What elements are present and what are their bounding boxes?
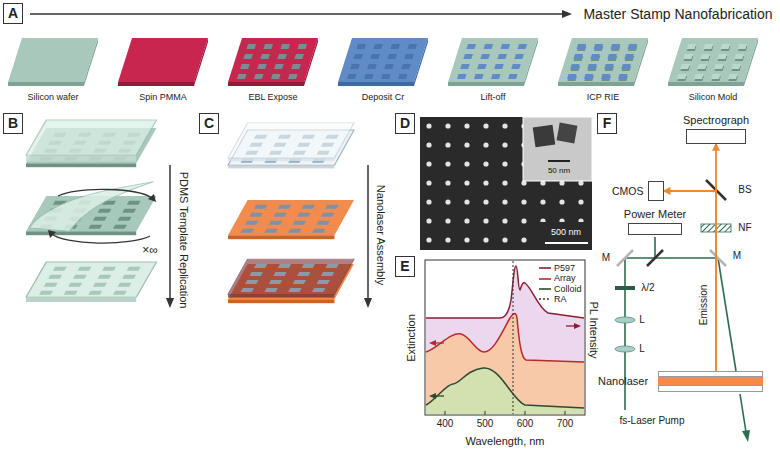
legend-row: Array (539, 273, 582, 283)
panel-letter: F (597, 113, 617, 134)
legend-row: RA (539, 294, 582, 304)
node-label: Spectrograph (683, 114, 749, 127)
node-label: E (400, 258, 409, 274)
text-label: Silicon Mold (689, 92, 738, 102)
legend-label: Array (554, 273, 576, 283)
text-label: NF (738, 222, 751, 234)
node-label: Nanolaser (598, 375, 648, 388)
panel-letter: C (199, 113, 219, 134)
legend-row: Colloid (539, 284, 582, 294)
text-label: Nanolaser Assembly (375, 185, 388, 285)
legend-sample (539, 295, 551, 303)
node-label: A (8, 5, 18, 21)
text-label: fs-Laser Pump (619, 415, 684, 427)
nanolaser-stack (658, 371, 763, 392)
panel-letter: E (395, 256, 415, 277)
legend-row: P597 (539, 263, 582, 273)
text-label: ×∞ (142, 244, 158, 258)
text-label: Emission (698, 285, 710, 326)
spectrograph: Spectrograph (676, 114, 756, 144)
node-label: CMOS (612, 185, 644, 197)
text-label: L (639, 343, 645, 355)
text-label: L (639, 314, 645, 326)
text-label: 700 (557, 418, 574, 430)
node-label: F (603, 115, 612, 131)
legend-sample (539, 264, 551, 272)
node-label: D (400, 115, 410, 131)
power-meter: Power Meter (612, 208, 698, 235)
cmos-camera: CMOS (612, 181, 664, 201)
text-label: M (733, 250, 741, 262)
text-label: Extinction (405, 314, 418, 362)
spectrograph-body (686, 129, 746, 144)
cmos-camera-body (648, 181, 664, 201)
node-label: C (204, 115, 214, 131)
text-label: Silicon wafer (27, 92, 78, 102)
glass-layer (658, 385, 763, 392)
text-label: Wavelength, nm (465, 435, 544, 448)
legend-label: P597 (554, 263, 575, 273)
text-label: BS (738, 184, 751, 196)
legend-sample (539, 275, 551, 283)
text-label: 50 nm (548, 166, 570, 175)
text-label: 400 (437, 418, 454, 430)
text-label: Spin PMMA (139, 92, 187, 102)
panel-letter: A (3, 3, 23, 24)
node-label: Power Meter (624, 208, 686, 221)
legend-label: Colloid (554, 284, 582, 294)
text-label: EBL Expose (248, 92, 297, 102)
legend-sample (539, 285, 551, 293)
panel-letter: B (3, 113, 23, 134)
panel-letter: D (395, 113, 415, 134)
nanolaser: Nanolaser (598, 371, 763, 392)
text-label: λ/2 (641, 282, 654, 294)
text-label: ICP RIE (587, 92, 619, 102)
text-label: 600 (517, 418, 534, 430)
text-label: Master Stamp Nanofabrication (583, 6, 772, 22)
text-label: Lift-off (481, 92, 506, 102)
text-label: PL Intensity (588, 301, 601, 358)
legend: P597ArrayColloidRA (539, 263, 582, 304)
gain-layer (658, 377, 763, 385)
legend-label: RA (554, 294, 567, 304)
text-label: PDMS Template Replication (178, 172, 191, 309)
text-label: 500 nm (551, 227, 581, 237)
power-meter-body (628, 223, 682, 235)
text-label: Deposit Cr (362, 92, 405, 102)
node-label: B (8, 115, 18, 131)
text-label: 500 (477, 418, 494, 430)
text-label: M (602, 252, 610, 264)
